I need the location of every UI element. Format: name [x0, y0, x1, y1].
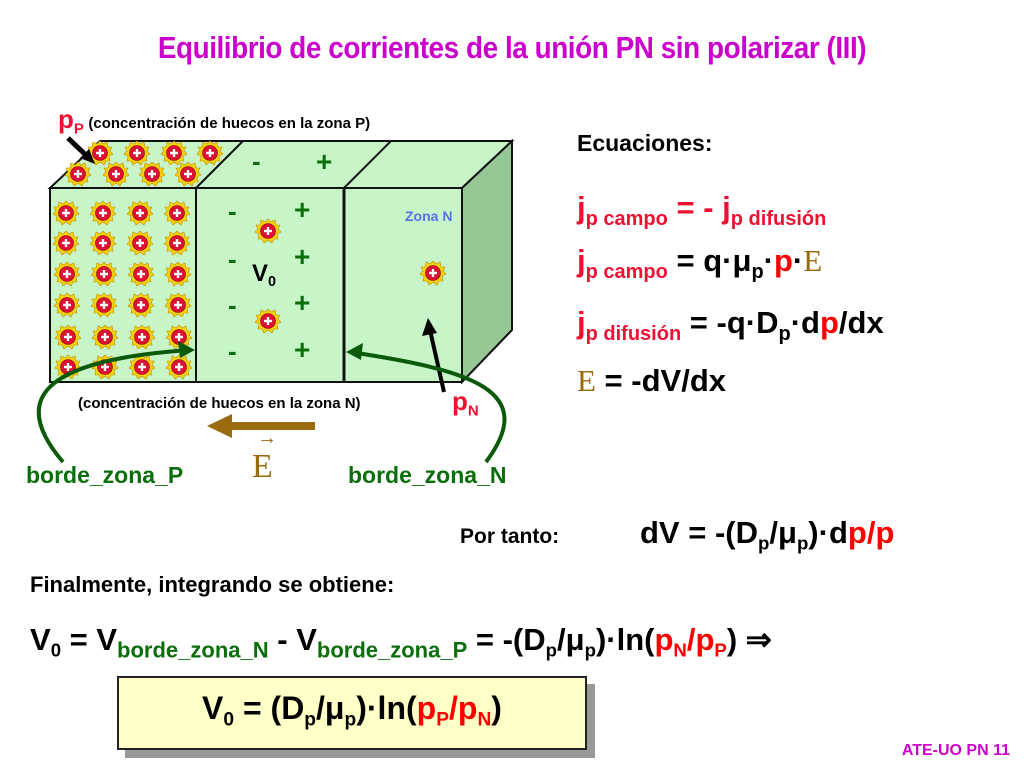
plus-sign: + — [294, 287, 311, 318]
border-p-label: borde_zona_P — [26, 462, 184, 488]
minus-sign: - — [228, 336, 237, 366]
v0-label: V0 — [252, 260, 277, 291]
field-vector-arrow: → — [257, 427, 277, 449]
result-box: V0 = (Dp/μp)·ln(pP/pN) — [117, 676, 587, 750]
therefore-equation: dV = -(Dp/μp)·dp/p — [640, 515, 895, 554]
minus-sign: - — [228, 290, 237, 320]
plus-sign: + — [294, 194, 311, 225]
equations-heading: Ecuaciones: — [577, 130, 713, 156]
therefore-label: Por tanto: — [460, 525, 560, 548]
minus-sign: - — [252, 146, 261, 176]
pn-description: (concentración de huecos en la zona N) — [78, 395, 361, 412]
border-n-label: borde_zona_N — [348, 462, 507, 488]
result-equation: V0 = (Dp/μp)·ln(pP/pN) — [202, 690, 502, 731]
finally-label: Finalmente, integrando se obtiene: — [30, 572, 395, 597]
final-equation: V0 = Vborde_zona_N - Vborde_zona_P = -(D… — [30, 622, 772, 663]
minus-sign: - — [228, 244, 237, 274]
zona-n-label: Zona N — [405, 208, 453, 224]
slide-title: Equilibrio de corrientes de la unión PN … — [157, 30, 867, 65]
slide-footer: ATE-UO PN 11 — [901, 742, 1010, 759]
pn-label: pN — [452, 386, 479, 420]
equation-3: jp difusión = -q·Dp·dp/dx — [577, 305, 884, 345]
minus-sign: - — [228, 196, 237, 226]
plus-sign: + — [294, 241, 311, 272]
pp-label: pP (concentración de huecos en la zona P… — [58, 104, 371, 138]
equation-2: jp campo = q·μp·p·E — [577, 243, 823, 283]
plus-sign: + — [294, 334, 311, 365]
equation-4: E = -dV/dx — [577, 363, 726, 398]
plus-sign: + — [316, 146, 333, 177]
pp-description: (concentración de huecos en la zona P) — [88, 115, 371, 132]
pn-junction-diagram — [36, 136, 515, 464]
field-symbol: E — [252, 448, 273, 485]
equation-1: jp campo = - jp difusión — [577, 190, 827, 230]
